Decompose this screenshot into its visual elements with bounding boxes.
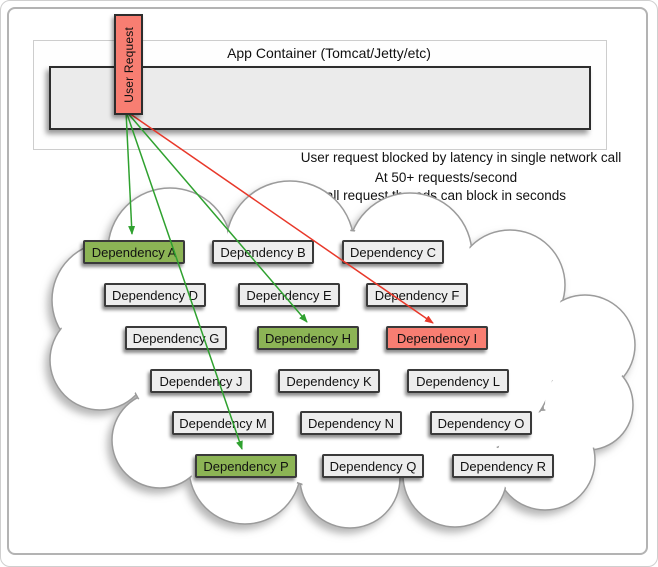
slide-inner-frame xyxy=(7,7,648,555)
cloud-bump-fill xyxy=(52,312,148,408)
dependency-box-l: Dependency L xyxy=(407,369,509,393)
dependency-box-f: Dependency F xyxy=(366,283,468,307)
dependency-box-a: Dependency A xyxy=(83,240,185,264)
dependency-box-e: Dependency E xyxy=(238,283,340,307)
dependency-box-c: Dependency C xyxy=(342,240,444,264)
dependency-box-r: Dependency R xyxy=(452,454,554,478)
user-request-box: User Request xyxy=(114,14,143,115)
app-container-title: App Container (Tomcat/Jetty/etc) xyxy=(227,45,431,61)
dependency-box-m: Dependency M xyxy=(172,411,274,435)
dependency-box-g: Dependency G xyxy=(125,326,227,350)
dependency-box-k: Dependency K xyxy=(278,369,380,393)
dependency-box-p: Dependency P xyxy=(195,454,297,478)
dependency-box-o: Dependency O xyxy=(430,411,532,435)
dependency-box-h: Dependency H xyxy=(257,326,359,350)
user-request-label: User Request xyxy=(121,26,136,103)
dependency-box-n: Dependency N xyxy=(300,411,402,435)
dependency-box-i: Dependency I xyxy=(386,326,488,350)
dependency-box-d: Dependency D xyxy=(104,283,206,307)
dependency-box-j: Dependency J xyxy=(150,369,252,393)
dependency-box-q: Dependency Q xyxy=(322,454,424,478)
dependency-box-b: Dependency B xyxy=(212,240,314,264)
